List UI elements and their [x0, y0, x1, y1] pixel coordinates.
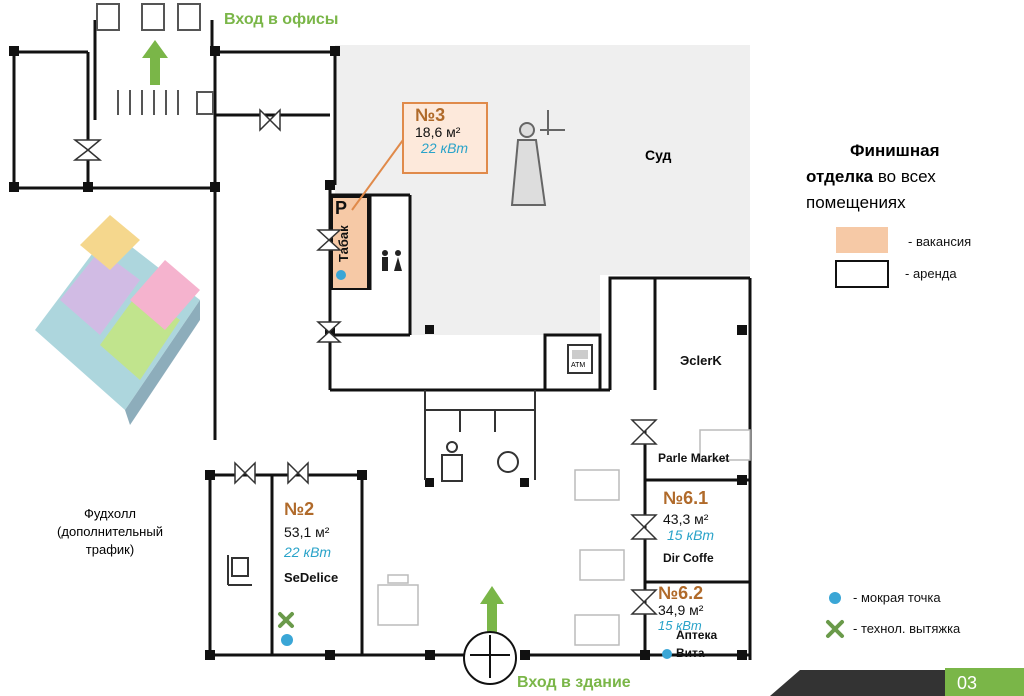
unit-6-2-area: 34,9 м² [658, 602, 704, 618]
unit-6-1-number: №6.1 [663, 488, 709, 508]
tabak-label: Табак [336, 225, 351, 262]
arrow-up-top [142, 40, 168, 85]
wet-point-tabak [336, 270, 346, 280]
vacancy-room-tabak [331, 196, 369, 290]
vacancy-box-3 [402, 102, 488, 174]
legend-wet-point: - мокрая точка [853, 590, 941, 605]
unit-6-1: №6.1 43,3 м² 15 кВт Dir Coffe [663, 489, 714, 565]
unit-6-1-power: 15 кВт [667, 527, 715, 543]
p-letter: P [335, 198, 348, 218]
page-number: 03 [957, 673, 978, 693]
legend-wet-point-dot [829, 592, 841, 604]
entrance-building-label: Вход в здание [517, 674, 631, 691]
unit-3-area: 18,6 м² [415, 124, 461, 140]
unit-2: №2 53,1 м² 22 кВт SeDelice [284, 500, 338, 585]
arrow-up-bottom [480, 586, 504, 633]
legend-title-rest: во всех [877, 167, 936, 186]
eclerk-label: ЭclerK [680, 353, 722, 368]
parle-market-label: Parle Market [658, 451, 730, 465]
legend-title-bold2: отделка [806, 167, 874, 186]
unit-2-area: 53,1 м² [284, 524, 330, 540]
legend-vacancy: - вакансия [908, 234, 972, 249]
unit-6-2-number: №6.2 [658, 583, 704, 603]
unit-2-power: 22 кВт [284, 544, 332, 560]
legend-vacancy-swatch [836, 227, 888, 253]
legend-rent: - аренда [905, 266, 957, 281]
unit-2-tenant: SeDelice [284, 570, 339, 585]
foodhall-map [35, 215, 200, 425]
entrance-offices-label: Вход в офисы [224, 11, 339, 28]
legend-title-line1: Финишная [850, 141, 940, 160]
unit-6-2-power: 15 кВт [658, 618, 702, 633]
unit-6-1-tenant: Dir Coffe [663, 551, 714, 565]
legend-rent-swatch [835, 260, 889, 288]
legend-title-line3: помещениях [806, 193, 906, 212]
unit-6-1-area: 43,3 м² [663, 511, 709, 527]
legend-title-line2: отделка во всех [806, 164, 1006, 190]
atm-label: ATM [571, 362, 586, 369]
unit-6-2-tenant: Аптека Вита [676, 628, 718, 660]
legend-title: Финишная отделка во всех помещениях [806, 138, 1006, 216]
trolley-icon [227, 555, 252, 586]
legend-exhaust: - технол. вытяжка [853, 621, 961, 636]
unit-3-power: 22 кВт [421, 140, 469, 156]
unit-2-number: №2 [284, 499, 315, 519]
themis-statue-icon [510, 110, 565, 206]
wet-point-unit-6-2 [662, 649, 672, 659]
unit-3: №3 18,6 м² 22 кВт [415, 106, 468, 156]
court-label: Суд [645, 147, 672, 163]
unit-6-2: №6.2 34,9 м² 15 кВт [658, 584, 703, 633]
unit-3-number: №3 [415, 105, 446, 125]
foodcourt-label: Фудхолл (дополнительный трафик) [57, 506, 163, 557]
wet-point-unit-2 [281, 634, 293, 646]
